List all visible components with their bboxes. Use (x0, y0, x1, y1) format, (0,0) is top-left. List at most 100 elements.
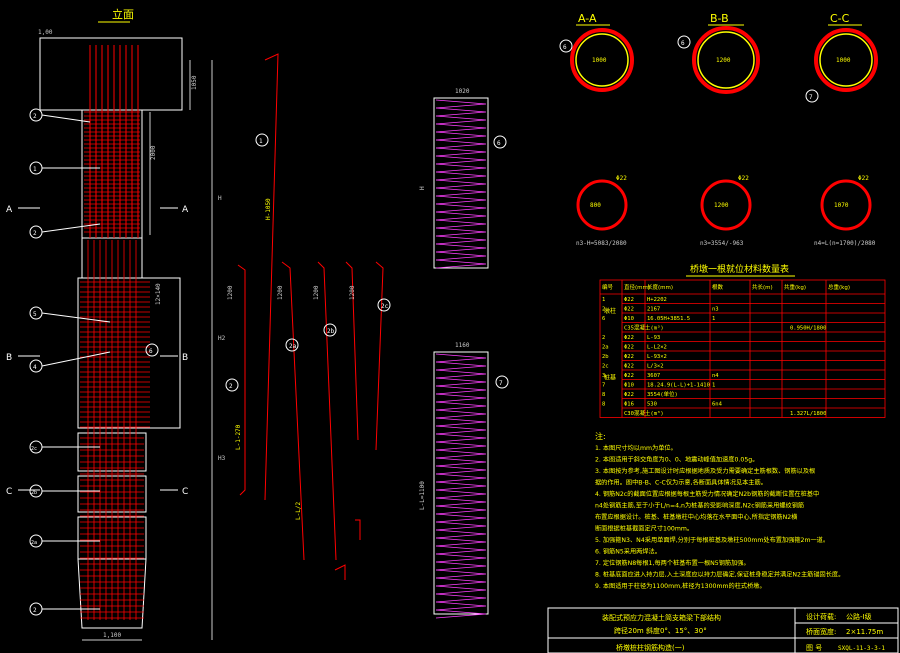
table-cell: Φ22 (624, 364, 634, 370)
table-header: 总重(kg) (828, 283, 850, 291)
spiral-turn (435, 235, 487, 245)
cut-a-right: A (182, 205, 189, 215)
mark-5: 5 (29, 306, 111, 323)
table-cell: 2a (602, 345, 609, 351)
dim-1200-c: 1200 (313, 285, 320, 300)
spiral-turn (435, 219, 487, 229)
svg-text:2b: 2b (31, 490, 37, 496)
material-table: 桥墩一根就位材料数量表 编号直径(mm)长度(mm)根数共长(m)共重(kg)总… (599, 263, 886, 418)
s3-bar: Φ22 (858, 175, 869, 182)
spiral-turn (435, 401, 487, 411)
dim-1020: 1020 (455, 88, 470, 95)
dim-1200-b: 1200 (277, 285, 284, 300)
table-frame (599, 279, 886, 418)
dim-12x140: 12×140 (155, 283, 162, 305)
spiral-turn (435, 385, 487, 395)
mark-1-a: 1 (29, 161, 100, 175)
dim-1200-a: 1200 (227, 285, 234, 300)
cut-c-left: C (6, 487, 12, 497)
label-L-L2: L-L/2 (295, 502, 302, 520)
note-line: 5. 加强箍N3、N4采用单面焊,分别于每根桩基及墩柱500mm处布置加强箍2m… (595, 536, 829, 544)
s1-bar: Φ22 (616, 175, 627, 182)
section-cc-title: C-C (830, 12, 850, 25)
spiral-turn (435, 521, 487, 531)
note-line: 8. 桩基底面应进入持力层,入土深度应以持力层确定,保证桩身稳定并满足N2主筋锚… (595, 571, 844, 579)
dim-L-L-1100: L-L=1100 (419, 481, 426, 510)
table-cell: 6 (602, 316, 605, 322)
table-cell: Φ16 (624, 402, 634, 408)
svg-text:1: 1 (259, 138, 263, 145)
bb-dim: 1200 (716, 57, 731, 64)
svg-text:2: 2 (33, 230, 37, 237)
spiral-turn (435, 505, 487, 515)
bb-mark: 6 (681, 40, 685, 47)
table-cell: Φ22 (624, 335, 634, 341)
spiral-upper: 1020 H 6 (419, 88, 507, 269)
dim-1160: 1160 (455, 342, 470, 349)
column-upper (81, 109, 143, 239)
spiral-turn (435, 195, 487, 205)
section-aa: A-A 1000 6 (559, 12, 634, 92)
table-cell: H+2202 (647, 297, 667, 303)
s2-d: 1200 (714, 202, 729, 209)
note-line: 9. 本图适用于柱径为1100mm,桩径为1300mm的柱式桥墩。 (595, 582, 766, 590)
svg-text:2: 2 (33, 113, 37, 120)
spiral-turn (435, 561, 487, 571)
spiral-turn (435, 139, 487, 149)
table-cell: 3554(单位) (647, 390, 678, 398)
tie-beam (77, 277, 181, 429)
table-cell: L-93 (647, 335, 660, 341)
table-cell: 6n4 (712, 402, 723, 408)
note-line: 4. 钢筋N2c的截面位置应根据每根主筋受力情况确定N2b钢筋的截断位置在桩基中 (595, 490, 819, 498)
spiral-turn (435, 123, 487, 133)
spiral-turn (435, 481, 487, 491)
tb-width-value: 2×11.75m (846, 628, 883, 636)
spiral-turn (435, 585, 487, 595)
spiral-turn (435, 601, 487, 611)
cut-a-left: A (6, 205, 13, 215)
dim-bottom-width: 1,100 (103, 632, 121, 639)
table-cell: 3607 (647, 373, 660, 379)
note-line: 1. 本图尺寸均以mm为单位。 (595, 444, 677, 452)
s2-bar: Φ22 (738, 175, 749, 182)
spiral-turn (435, 251, 487, 261)
table-cell: n3 (712, 307, 719, 313)
cc-dim: 1000 (836, 57, 851, 64)
notes-label: 注: (595, 431, 606, 441)
spiral-turn (435, 155, 487, 165)
spiral-turn (435, 553, 487, 563)
table-cell: 2 (602, 335, 605, 341)
spiral-turn (435, 457, 487, 467)
spiral-lower: 1160 L-L=1100 7 (419, 342, 509, 619)
spiral-turn (435, 449, 487, 459)
spiral-turn (435, 377, 487, 387)
table-cell: L-L2×2 (647, 345, 667, 351)
label-L-1-270: L-1-270 (235, 424, 242, 450)
spiral-turn (435, 465, 487, 475)
table-cell: 0.950H/1800 (790, 326, 826, 332)
svg-text:1: 1 (33, 166, 37, 173)
spiral-turn (435, 361, 487, 371)
spiral-turn (435, 259, 487, 269)
table-header: 编号 (602, 283, 614, 291)
dim-1200-d: 1200 (349, 285, 356, 300)
table-group-top: 墩柱 (604, 307, 616, 315)
aa-mark: 6 (563, 44, 567, 51)
table-cell: 530 (647, 402, 657, 408)
svg-text:2: 2 (229, 383, 233, 390)
svg-text:6: 6 (149, 348, 153, 355)
table-cell: 18.24.9(L-L)+1-1410 (647, 383, 710, 389)
spiral-turn (435, 369, 487, 379)
label-H-1050: H-1050 (265, 198, 272, 220)
mark-2a-bar: 2a (285, 338, 299, 352)
tb-project: 装配式预应力混凝土简支箱梁下部结构 (602, 613, 721, 622)
spiral-turn (435, 513, 487, 523)
cut-b-left: B (6, 353, 12, 363)
svg-text:2c: 2c (381, 303, 389, 310)
dim-H: H (218, 195, 222, 202)
mark-2b-bar: 2b (323, 323, 337, 337)
section-bb: B-B 1200 6 (677, 12, 760, 94)
table-header: 根数 (712, 283, 724, 291)
table-cell: 1 (712, 383, 715, 389)
note-line: 7. 定位钢筋N8每根1,每两个桩基布置一根N5钢筋加强。 (595, 559, 750, 567)
